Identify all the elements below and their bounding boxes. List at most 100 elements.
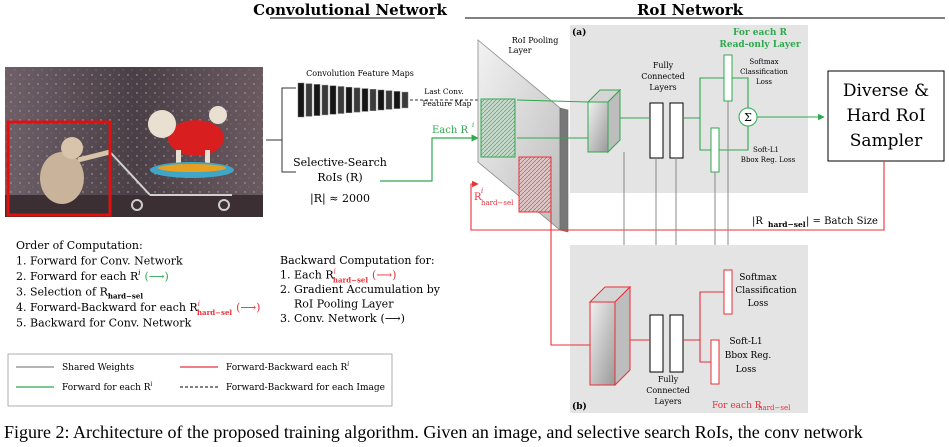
panel-b-cls-layer bbox=[723, 269, 733, 315]
svg-text:Each R: Each R bbox=[432, 125, 468, 136]
sampler-line1: Diverse & bbox=[843, 81, 929, 101]
roi-network-heading: RoI Network bbox=[637, 1, 744, 19]
panel-b-softmax-line3: Loss bbox=[748, 299, 769, 309]
panel-a-softmax-line1: Softmax bbox=[749, 58, 778, 66]
input-image bbox=[5, 67, 263, 217]
panel-a-sum-symbol: Σ bbox=[744, 111, 752, 124]
panel-a-softl1-line1: Soft-L1 bbox=[753, 146, 779, 154]
panel-b-softmax-line1: Softmax bbox=[739, 273, 777, 283]
panel-a-fc1 bbox=[649, 102, 664, 159]
cat-head bbox=[61, 137, 83, 159]
roi-count: |R| ≈ 2000 bbox=[310, 192, 370, 206]
legend-label: Forward for each Ri bbox=[62, 381, 153, 393]
panel-a-tag: (a) bbox=[572, 27, 586, 38]
legend-label: Shared Weights bbox=[62, 363, 134, 373]
panel-a-title-line2: Read-only Layer bbox=[719, 40, 801, 50]
list-item: 5.Backward for Conv. Network bbox=[16, 317, 192, 330]
panel-a-softl1-line2: Bbox Reg. Loss bbox=[741, 156, 796, 164]
list-item: 3.Conv. Network(⟶) bbox=[280, 312, 405, 325]
panel-a-softmax-line2: Classification bbox=[740, 68, 788, 76]
cat-body bbox=[40, 152, 84, 204]
selective-search-forward-arrow bbox=[380, 134, 479, 182]
panel-b-fc-line3: Layers bbox=[654, 397, 681, 406]
feature-map-slice bbox=[377, 89, 385, 111]
last-conv-label-line1: Last Conv. bbox=[424, 87, 464, 96]
batch-size-label: |R hard−sel | = Batch Size bbox=[752, 216, 878, 229]
feature-map-slice bbox=[385, 90, 393, 110]
feature-map-slice bbox=[353, 87, 361, 113]
panel-b-reg-layer bbox=[710, 339, 720, 385]
panel-a-fc-line2: Connected bbox=[641, 72, 685, 81]
list-item: 1.Forward for Conv. Network bbox=[16, 255, 183, 268]
feature-map-slice bbox=[345, 86, 353, 114]
panel-a-softmax-line3: Loss bbox=[756, 78, 772, 86]
list-item: 2.Gradient Accumulation by bbox=[280, 283, 441, 296]
list-item: 2.Forward for each Ri(⟶) bbox=[16, 269, 169, 283]
feature-maps-label: Convolution Feature Maps bbox=[306, 69, 414, 78]
feature-map-slice bbox=[297, 82, 305, 118]
panel-b-softl1-line3: Loss bbox=[736, 365, 757, 375]
figure-caption: Figure 2: Architecture of the proposed t… bbox=[4, 422, 863, 442]
image-to-conv-connector bbox=[266, 87, 296, 173]
feature-map-slice bbox=[321, 84, 329, 116]
dog-head bbox=[148, 110, 176, 138]
last-conv-label-line2: Feature Map bbox=[423, 99, 472, 108]
panel-b-softl1-line1: Soft-L1 bbox=[729, 337, 762, 347]
svg-text:hard−sel: hard−sel bbox=[758, 404, 791, 412]
svg-text:R: R bbox=[474, 192, 482, 203]
panel-a-fc-line1: Fully bbox=[653, 61, 674, 70]
legend-label: Forward-Backward for each Image bbox=[226, 383, 385, 393]
feature-map-slice bbox=[361, 88, 369, 112]
roi-green-patch bbox=[480, 98, 516, 158]
list-item: RoI Pooling Layer bbox=[294, 298, 394, 311]
feature-map-slice bbox=[401, 91, 409, 109]
feature-map-slice bbox=[393, 91, 401, 109]
conv-network-heading: Convolutional Network bbox=[253, 1, 447, 19]
dog-body bbox=[168, 120, 224, 156]
panel-a-fc-line3: Layers bbox=[649, 83, 676, 92]
panel-b-fc-line1: Fully bbox=[658, 375, 679, 384]
feature-map-slice bbox=[329, 85, 337, 115]
feature-map-slice bbox=[305, 83, 313, 117]
roi-pooling-label-line2: Layer bbox=[508, 46, 531, 55]
feature-map-slice bbox=[337, 86, 345, 114]
roi-pooling-label-line1: RoI Pooling bbox=[512, 36, 559, 45]
selective-search-line1: Selective-Search bbox=[293, 156, 387, 169]
svg-text:hard−sel: hard−sel bbox=[768, 220, 806, 229]
sampler-line2: Hard RoI bbox=[846, 106, 925, 126]
forward-backward-path-red bbox=[550, 212, 724, 363]
selected-roi-box bbox=[6, 120, 112, 217]
panel-b-fc1 bbox=[649, 314, 664, 373]
svg-text:i: i bbox=[481, 187, 483, 195]
panel-b-title: For each R hard−sel bbox=[712, 401, 791, 412]
svg-text:|R: |R bbox=[752, 216, 763, 227]
panel-b-tag: (b) bbox=[572, 401, 587, 412]
panel-a-pooled-block bbox=[586, 88, 622, 154]
order-of-computation: Order of Computation:1.Forward for Conv.… bbox=[16, 239, 260, 330]
svg-text:hard−sel: hard−sel bbox=[481, 199, 514, 207]
legend-label: Forward-Backward each Ri bbox=[226, 361, 349, 373]
feature-map-slice bbox=[369, 89, 377, 111]
panel-a-title-line1: For each R bbox=[733, 28, 787, 38]
panel-a-fc2 bbox=[669, 102, 684, 159]
roi-red-patch bbox=[518, 156, 552, 213]
list-title: Backward Computation for: bbox=[280, 254, 435, 267]
each-r-label: Each R i bbox=[432, 121, 474, 136]
panel-b-fc-line2: Connected bbox=[646, 386, 690, 395]
conv-feature-maps bbox=[297, 82, 409, 118]
list-item: 3.Selection of Rhard−sel bbox=[16, 286, 143, 301]
svg-text:| = Batch Size: | = Batch Size bbox=[806, 216, 878, 227]
legend: Shared Weights Forward-Backward each Ri Fo… bbox=[16, 361, 385, 393]
sampler-line3: Sampler bbox=[850, 131, 923, 151]
selective-search-line2: RoIs (R) bbox=[317, 171, 362, 184]
svg-text:i: i bbox=[472, 121, 474, 129]
panel-b-softl1-line2: Bbox Reg. bbox=[725, 351, 772, 361]
hard-sel-label: R i hard−sel bbox=[474, 187, 514, 207]
panel-a-reg-layer bbox=[710, 127, 720, 173]
legend-box bbox=[7, 353, 393, 407]
panel-a-cls-layer bbox=[723, 54, 733, 102]
